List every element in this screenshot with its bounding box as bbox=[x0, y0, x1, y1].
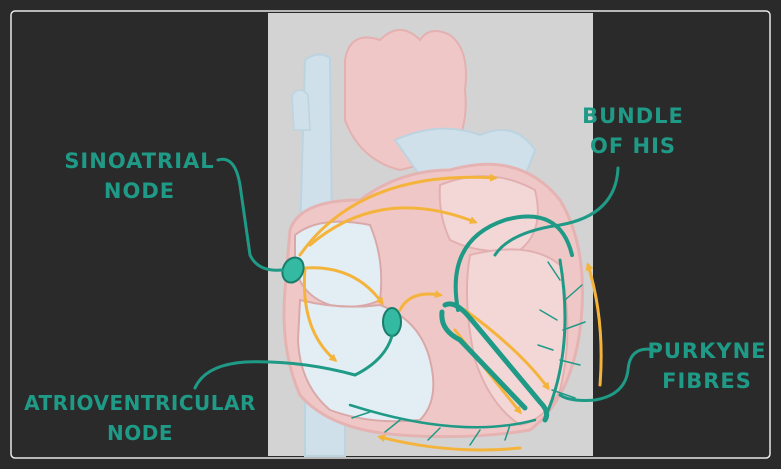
conduction-system bbox=[348, 214, 586, 446]
label-purkyne-fibres: PURKYNE FIBRES bbox=[634, 336, 780, 396]
impulse-arrow-4 bbox=[303, 266, 384, 306]
label-av-line-1: ATRIOVENTRICULAR bbox=[24, 391, 256, 415]
label-bundle-of-his: BUNDLE OF HIS bbox=[572, 101, 694, 161]
label-av-line-2: NODE bbox=[106, 421, 173, 445]
label-sinoatrial-line-2: NODE bbox=[103, 179, 176, 203]
label-his-line-1: BUNDLE bbox=[582, 104, 684, 128]
impulse-arrow-6 bbox=[463, 308, 550, 391]
leader-sinoatrial bbox=[216, 157, 284, 272]
label-sinoatrial-node: SINOATRIAL NODE bbox=[62, 146, 217, 206]
bundle-of-his-path bbox=[453, 214, 574, 312]
atrioventricular-node bbox=[382, 307, 402, 337]
purkyne-fibre-branch-1 bbox=[551, 284, 586, 399]
impulse-arrow-8 bbox=[585, 262, 603, 387]
label-his-line-2: OF HIS bbox=[589, 134, 677, 158]
leader-purkyne bbox=[558, 347, 657, 402]
impulse-arrow-2 bbox=[308, 206, 478, 247]
leader-bundle-his bbox=[493, 166, 620, 257]
frame-border bbox=[10, 10, 771, 459]
impulse-arrow-1 bbox=[298, 173, 498, 257]
right-bundle-branch bbox=[439, 309, 528, 411]
leader-atrioventricular bbox=[193, 334, 394, 390]
label-sinoatrial-line-1: SINOATRIAL bbox=[64, 149, 215, 173]
pulmonary-vein bbox=[291, 89, 311, 131]
label-purkyne-line-2: FIBRES bbox=[662, 369, 752, 393]
purkyne-fibre-branch-3 bbox=[351, 411, 511, 446]
leader-lines bbox=[193, 157, 657, 402]
sinoatrial-node bbox=[281, 256, 305, 284]
impulse-arrow-5 bbox=[398, 290, 443, 312]
label-purkyne-line-1: PURKYNE bbox=[647, 339, 767, 363]
impulse-arrow-3 bbox=[302, 266, 338, 362]
label-atrioventricular-node: ATRIOVENTRICULAR NODE bbox=[14, 388, 266, 448]
heart-illustration bbox=[282, 29, 584, 457]
purkyne-fibre-main bbox=[543, 258, 567, 420]
impulse-arrow-9 bbox=[377, 434, 522, 452]
purkyne-fibre-bottom bbox=[348, 403, 537, 429]
purkyne-fibre-branch-2 bbox=[537, 261, 561, 351]
